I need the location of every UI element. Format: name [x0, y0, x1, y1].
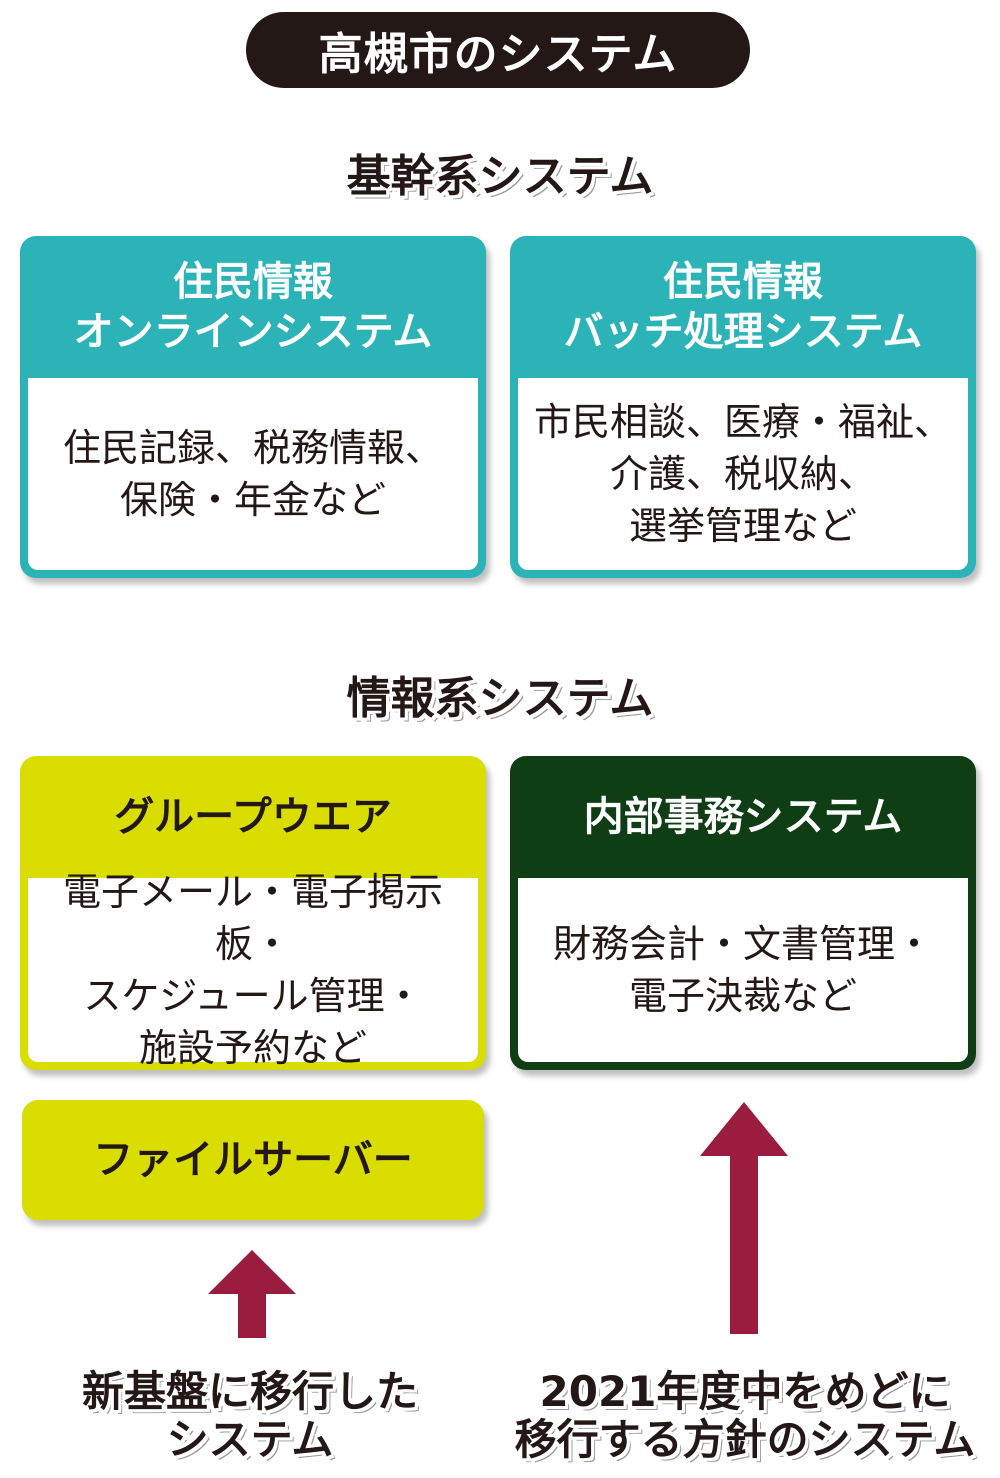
card-file-server: ファイルサーバー	[22, 1100, 484, 1220]
card-header: 内部事務システム	[510, 756, 976, 878]
arrow-up-left-icon	[208, 1250, 296, 1338]
card-header-line: バッチ処理システム	[563, 309, 923, 355]
card-body-line: 介護、税収納、	[609, 452, 876, 496]
card-body-line: 市民相談、医療・福祉、	[533, 400, 952, 444]
card-header: グループウエア	[20, 756, 486, 878]
card-header: ファイルサーバー	[22, 1100, 484, 1220]
card-body: 財務会計・文書管理・ 電子決裁など	[518, 878, 968, 1062]
caption-line: 移行する方針のシステム	[514, 1415, 976, 1464]
caption-migrated-systems: 新基盤に移行した システム	[40, 1368, 460, 1464]
card-body: 電子メール・電子掲示板・ スケジュール管理・ 施設予約など	[28, 870, 478, 1070]
arrow-up-right-shape	[700, 1102, 788, 1334]
card-header-line: 住民情報	[663, 259, 823, 305]
card-header: 住民情報 オンラインシステム	[20, 236, 486, 378]
caption-line: 新基盤に移行した	[81, 1367, 418, 1416]
arrow-up-right-icon	[700, 1102, 788, 1334]
card-body-line: 住民記録、税務情報、	[62, 426, 443, 470]
card-header-line: ファイルサーバー	[93, 1137, 413, 1183]
card-body-line: 財務会計・文書管理・	[552, 922, 933, 966]
card-body-line: スケジュール管理・	[83, 974, 423, 1018]
card-body-line: 選挙管理など	[628, 504, 857, 548]
caption-line: 2021年度中をめどに	[539, 1367, 951, 1416]
card-header-line: グループウエア	[114, 794, 392, 840]
card-resident-batch-system: 住民情報 バッチ処理システム 市民相談、医療・福祉、 介護、税収納、 選挙管理な…	[510, 236, 976, 578]
card-body: 市民相談、医療・福祉、 介護、税収納、 選挙管理など	[518, 378, 968, 570]
card-body-line: 電子メール・電子掲示板・	[62, 870, 443, 966]
card-body: 住民記録、税務情報、 保険・年金など	[28, 378, 478, 570]
caption-planned-migration: 2021年度中をめどに 移行する方針のシステム	[500, 1368, 990, 1464]
card-internal-affairs-system: 内部事務システム 財務会計・文書管理・ 電子決裁など	[510, 756, 976, 1070]
card-header-line: 内部事務システム	[583, 794, 903, 840]
card-header-line: オンラインシステム	[73, 309, 433, 355]
section-heading-info: 情報系システム	[346, 673, 654, 724]
card-body-line: 電子決裁など	[628, 974, 857, 1018]
card-groupware: グループウエア 電子メール・電子掲示板・ スケジュール管理・ 施設予約など	[20, 756, 486, 1070]
card-header-line: 住民情報	[173, 259, 333, 305]
page-title-text: 高槻市のシステム	[318, 29, 678, 80]
card-resident-online-system: 住民情報 オンラインシステム 住民記録、税務情報、 保険・年金など	[20, 236, 486, 578]
caption-line: システム	[166, 1415, 334, 1464]
arrow-up-left-shape	[208, 1250, 296, 1338]
page-title: 高槻市のシステム	[246, 12, 750, 88]
card-header: 住民情報 バッチ処理システム	[510, 236, 976, 378]
card-body-line: 施設予約など	[138, 1026, 367, 1070]
section-heading-core: 基幹系システム	[346, 151, 654, 202]
card-body-line: 保険・年金など	[119, 478, 386, 522]
